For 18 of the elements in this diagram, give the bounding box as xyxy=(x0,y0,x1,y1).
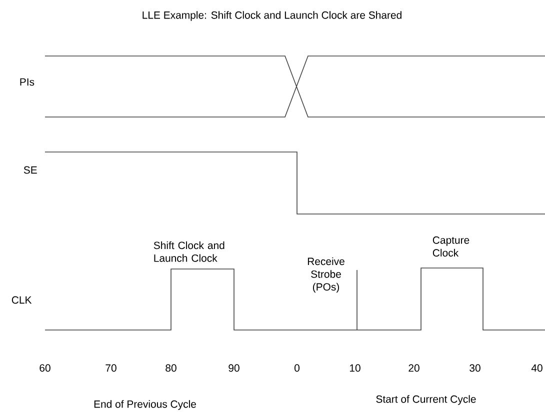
signal-name: CLK xyxy=(12,296,32,304)
tick-label: 40 xyxy=(531,364,542,372)
signal-name: SE xyxy=(24,166,37,174)
tick-label: 30 xyxy=(470,364,480,372)
tick-label: 60 xyxy=(40,364,50,372)
title: LLE Example: Shift Clock and Launch Clock are Shared xyxy=(142,11,402,21)
tick-label: 20 xyxy=(408,364,420,372)
tick-label: 90 xyxy=(228,364,240,372)
pulse-label: Shift Clock and Launch Clock xyxy=(154,241,224,262)
pulse-label: Receive Strobe (POs) xyxy=(308,257,344,293)
tick-label: 80 xyxy=(166,364,176,372)
cycle-label: Start of Current Cycle xyxy=(376,395,476,405)
tick-label: 10 xyxy=(350,364,360,372)
cycle-label: End of Previous Cycle xyxy=(94,400,196,410)
tick-label: 0 xyxy=(294,364,300,372)
tick-label: 70 xyxy=(106,364,116,372)
signal-name: PIs xyxy=(20,78,34,86)
pulse-label: Capture Clock xyxy=(432,236,470,257)
